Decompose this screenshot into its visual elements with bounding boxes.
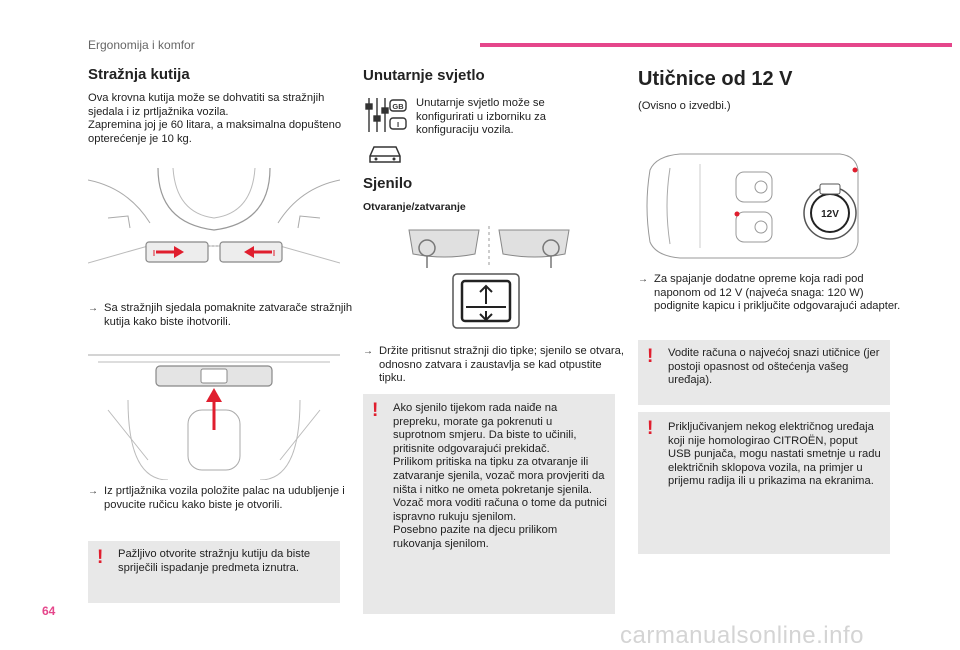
warning-icon: !	[647, 418, 654, 439]
car-settings-icon	[366, 142, 404, 166]
interior-light-title: Unutarnje svjetlo	[363, 67, 485, 84]
rear-box-intro: Ova krovna kutija može se dohvatiti sa s…	[88, 92, 342, 145]
header-accent-bar	[480, 43, 952, 47]
car-topview-illustration: 12V	[640, 150, 892, 262]
page-number: 64	[42, 604, 56, 618]
12v-socket-label: 12V	[821, 209, 839, 220]
rear-box-warning: ! Pažljivo otvorite stražnju kutiju da b…	[88, 541, 340, 603]
sockets-bullet: → Za spajanje dodatne opreme koja radi po…	[638, 273, 906, 314]
section-header: Ergonomija i komfor	[88, 38, 195, 52]
bullet-marker: →	[88, 486, 98, 497]
rear-box-bullet-1: → Sa stražnjih sjedala pomaknite zatvarač…	[88, 302, 354, 329]
sockets-warning-1-text: Vodite računa o najvećoj snazi utičnice …	[668, 347, 880, 387]
sunshade-warning: ! Ako sjenilo tijekom rada naiđe na prep…	[363, 394, 615, 614]
watermark: carmanualsonline.info	[620, 622, 864, 649]
sockets-subtitle: (Ovisno o izvedbi.)	[638, 100, 731, 112]
trunk-box-illustration	[88, 340, 340, 480]
warning-icon: !	[372, 400, 379, 421]
sunshade-warning-text: Ako sjenilo tijekom rada naiđe na prepre…	[393, 402, 607, 550]
sockets-warning-1: ! Vodite računa o najvećoj snazi utičnic…	[638, 340, 890, 405]
sunshade-mirror-illustration	[405, 222, 573, 270]
rear-box-warning-text: Pažljivo otvorite stražnju kutiju da bis…	[118, 548, 311, 574]
sockets-bullet-text: Za spajanje dodatne opreme koja radi pod…	[654, 273, 901, 313]
i-label: I	[397, 120, 399, 129]
sockets-warning-2: ! Priključivanjem nekog električnog uređ…	[638, 412, 890, 554]
rear-box-bullet-2: → Iz prtljažnika vozila položite palac na…	[88, 485, 354, 512]
warning-icon: !	[97, 547, 104, 568]
bullet-marker: →	[363, 346, 373, 357]
rear-box-title: Stražnja kutija	[88, 66, 190, 83]
rear-box-bullet-2-text: Iz prtljažnika vozila položite palac na …	[104, 485, 345, 511]
rear-box-bullet-1-text: Sa stražnjih sjedala pomaknite zatvarače…	[104, 302, 353, 328]
sunshade-bullet-text: Držite pritisnut stražnji dio tipke; sje…	[379, 345, 624, 385]
interior-light-intro: Unutarnje svjetlo može se konfigurirati …	[416, 97, 546, 137]
sunshade-button-icon	[452, 273, 520, 329]
bullet-marker: →	[638, 274, 648, 285]
config-menu-icon: GB I	[363, 96, 409, 134]
warning-icon: !	[647, 346, 654, 367]
gb-label: GB	[392, 102, 404, 111]
sunshade-subtitle: Otvaranje/zatvaranje	[363, 201, 466, 213]
roof-box-illustration	[88, 168, 340, 296]
sockets-warning-2-text: Priključivanjem nekog električnog uređaj…	[668, 421, 881, 488]
sockets-title: Utičnice od 12 V	[638, 68, 793, 90]
sunshade-title: Sjenilo	[363, 175, 413, 192]
sunshade-bullet: → Držite pritisnut stražnji dio tipke; sj…	[363, 345, 629, 386]
bullet-marker: →	[88, 303, 98, 314]
